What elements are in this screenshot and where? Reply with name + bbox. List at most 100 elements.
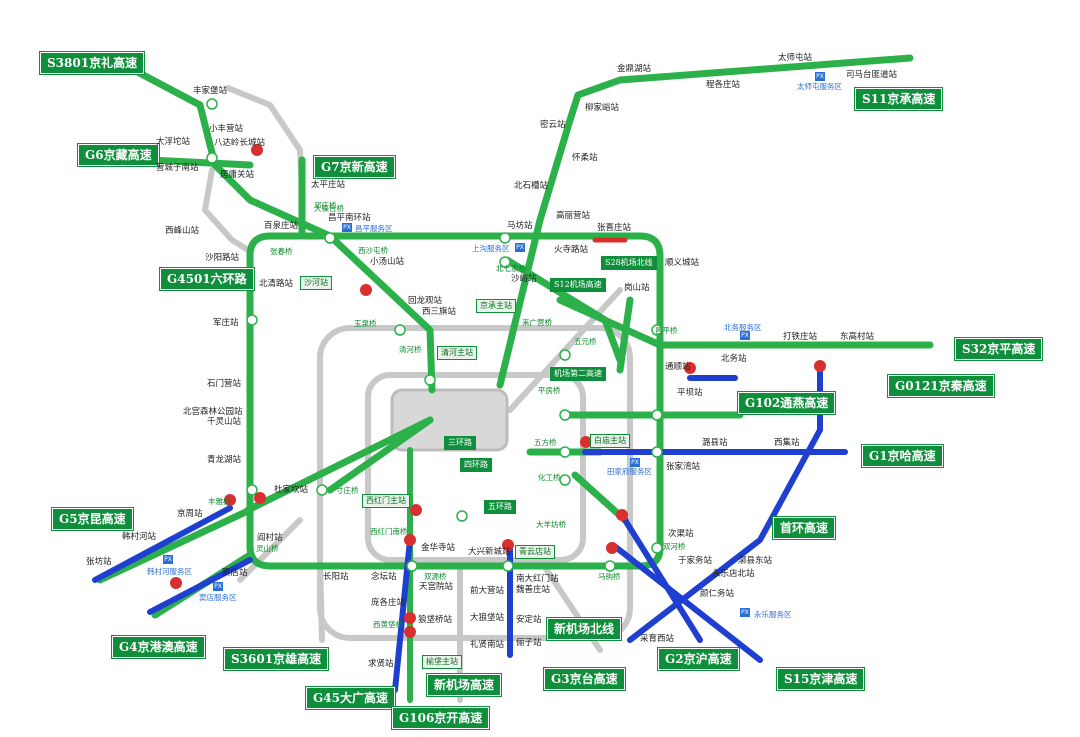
- bridge: 北七家桥: [496, 264, 526, 273]
- interchange-marker: [206, 98, 218, 110]
- label-g1: G1京哈高速: [861, 444, 944, 468]
- service-area: 永乐服务区: [754, 610, 792, 619]
- s15-jingjin: [610, 542, 763, 663]
- station: 太平庄站: [311, 180, 346, 190]
- bridge: 西沙屯桥: [358, 246, 388, 255]
- station: 打铁庄站: [783, 332, 818, 342]
- interchange-marker: [499, 256, 511, 268]
- station: 怀柔站: [572, 153, 598, 163]
- station: 潞县站: [702, 438, 728, 448]
- g2-jinghu: [622, 517, 703, 643]
- station: 大兴新城站: [468, 547, 511, 557]
- toll-station-icon: [251, 144, 263, 156]
- label-g3: G3京台高速: [543, 667, 626, 691]
- label-g102: G102通燕高速: [736, 391, 837, 415]
- s12-airport: [503, 256, 624, 364]
- g6-branch-west: [146, 156, 254, 169]
- bridge: 平房桥: [538, 386, 561, 395]
- service-area: 北务服务区: [724, 323, 762, 332]
- toll-station-icon: [360, 284, 372, 296]
- parking-icon: PX: [515, 243, 525, 252]
- interchange-marker: [394, 324, 406, 336]
- interchange-marker: [316, 484, 328, 496]
- interchange-marker: [246, 484, 258, 496]
- label-s3801: S3801京礼高速: [38, 51, 146, 75]
- toll-station-icon: [404, 612, 416, 624]
- station: 狼垡桥站: [418, 615, 453, 625]
- interchange-marker: [456, 510, 468, 522]
- parking-icon: PX: [342, 223, 352, 232]
- station: 青龙湖站: [207, 455, 242, 465]
- box-shahe: 沙河站: [300, 276, 332, 290]
- ring-4-label: 四环路: [460, 458, 492, 472]
- station: 韩村河站: [122, 532, 157, 542]
- station: 南大红门站: [516, 574, 559, 584]
- station: 礼贤南站: [470, 640, 505, 650]
- station: 程各庄站: [706, 80, 741, 90]
- bridge: 大葆台桥: [314, 204, 344, 213]
- station: 司马台匪道站: [846, 70, 898, 80]
- bridge: 双河桥: [663, 542, 686, 551]
- toll-station-icon: [254, 492, 266, 504]
- station: 东高村站: [840, 332, 875, 342]
- bridge: 玉泉桥: [354, 319, 377, 328]
- station: 长阳站: [323, 572, 349, 582]
- bridge: 张春桥: [270, 247, 293, 256]
- bridge: 五方桥: [534, 438, 557, 447]
- g5-blue: [92, 505, 233, 583]
- box-s28: S28机场北线: [601, 256, 657, 270]
- station: 于家务站: [678, 556, 713, 566]
- station: 北务站: [721, 354, 747, 364]
- bridge: 昌平桥: [655, 326, 678, 335]
- bridge: 西黄垡桥: [373, 620, 403, 629]
- toll-station-icon: [502, 539, 514, 551]
- label-g0121: G0121京秦高速: [887, 374, 995, 398]
- label-s11: S11京承高速: [853, 87, 944, 111]
- ring-5-label: 五环路: [484, 500, 516, 514]
- station: 密云站: [540, 120, 566, 130]
- box-xihongmen: 西红门主站: [362, 494, 410, 508]
- interchange-marker: [559, 446, 571, 458]
- station: 丰家堡站: [193, 86, 228, 96]
- station: 居庸关站: [220, 170, 255, 180]
- service-area: 太师屯服务区: [797, 82, 842, 91]
- interchange-marker: [406, 560, 418, 572]
- bridge: 双源桥: [424, 572, 447, 581]
- toll-station-icon: [404, 534, 416, 546]
- interchange-marker: [559, 474, 571, 486]
- urban-ring-5-grey: [317, 325, 633, 641]
- bridge: 西红门南桥: [370, 527, 408, 536]
- grey-road-west: [202, 167, 251, 253]
- station: 次渠站: [668, 529, 694, 539]
- station: 北石槽站: [514, 181, 549, 191]
- g4-blue: [147, 557, 253, 615]
- station: 沙阳路站: [205, 253, 240, 263]
- station: 八达岭长城站: [214, 138, 266, 148]
- station: 阎村站: [257, 533, 283, 543]
- toll-pins: [170, 144, 826, 638]
- service-area: 昌平服务区: [355, 224, 393, 233]
- station: 通顺站: [665, 362, 691, 372]
- ring-3-label: 三环路: [444, 436, 476, 450]
- station: 沙峪站: [511, 274, 537, 284]
- toll-station-icon: [616, 509, 628, 521]
- label-g4: G4京港澳高速: [111, 635, 206, 659]
- box-jichang2: 机场第二高速: [550, 367, 606, 381]
- parking-icon: PX: [740, 331, 750, 340]
- station: 平坝站: [677, 388, 703, 398]
- station: 马坊站: [507, 221, 533, 231]
- parking-icon: PX: [815, 72, 825, 81]
- bridge: 来广营桥: [522, 318, 552, 327]
- bridge: 邓庄桥: [314, 201, 337, 210]
- station: 采育西站: [640, 634, 675, 644]
- bridge: 大羊坊桥: [536, 520, 566, 529]
- label-s15: S15京津高速: [775, 667, 866, 691]
- label-g6: G6京藏高速: [77, 143, 160, 167]
- label-g7: G7京新高速: [313, 155, 396, 179]
- station: 百泉庄站: [264, 221, 299, 231]
- station: 魏善庄站: [516, 585, 551, 595]
- label-g106: G106京开高速: [390, 706, 491, 730]
- station: 小丰营站: [209, 124, 244, 134]
- toll-station-icon: [606, 542, 618, 554]
